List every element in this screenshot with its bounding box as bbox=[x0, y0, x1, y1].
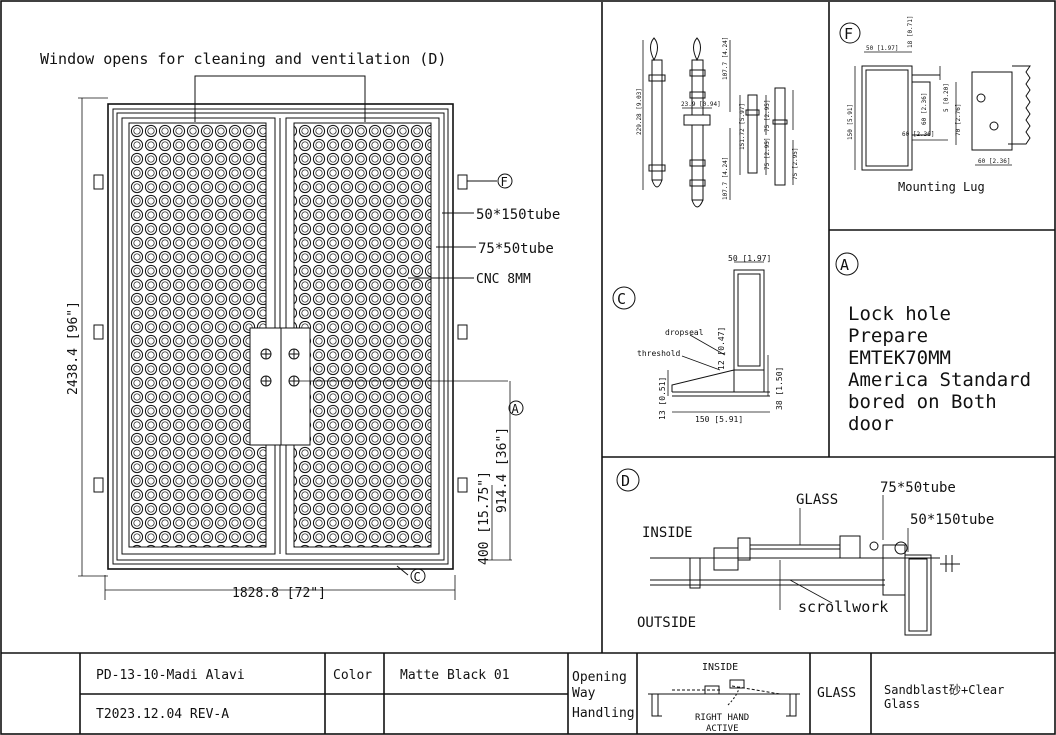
detail-d-glass: GLASS bbox=[796, 492, 838, 508]
frame-rebate bbox=[116, 112, 445, 561]
hinge-dim-3: 23.9 [0.94] bbox=[681, 101, 721, 108]
opening-note-2: ACTIVE bbox=[706, 724, 739, 734]
dim-bottom: 400 [15.75"] bbox=[477, 471, 492, 565]
dim-height: 2438.4 [96"] bbox=[66, 301, 81, 395]
hinge-dim-5: 151.72 [5.97] bbox=[739, 103, 746, 150]
detail-c-dim-top: 50 [1.97] bbox=[728, 254, 771, 263]
detail-f-label: Mounting Lug bbox=[898, 180, 985, 194]
detail-c-dropseal: dropseal bbox=[665, 328, 704, 337]
detail-a-circle bbox=[835, 252, 859, 276]
detail-a-line-4: America Standard bbox=[848, 369, 1031, 391]
detail-f-dim-3: 150 [5.91] bbox=[847, 104, 854, 140]
detail-f: F 50 [1.97] 18 [0.71] 150 [5.91] 60 [2.3… bbox=[839, 15, 1031, 194]
project-name: PD-13-10-Madi Alavi bbox=[96, 668, 245, 683]
detail-d-outer-tube: 50*150tube bbox=[910, 512, 994, 528]
detail-f-circle bbox=[839, 22, 861, 44]
detail-c-dim-38: 38 [1.50] bbox=[775, 367, 784, 410]
hinge-dim-2: 107.7 [4.24] bbox=[722, 37, 729, 80]
label-inner-tube: 75*50tube bbox=[478, 241, 554, 257]
detail-d-callout: D bbox=[621, 472, 630, 490]
glass-value-1: Sandblast砂+Clear bbox=[884, 683, 1004, 697]
detail-c-threshold: threshold bbox=[637, 349, 681, 358]
detail-c: C 50 [1.97] dropseal threshold 12 [0.47]… bbox=[612, 254, 784, 424]
glass-value-2: Glass bbox=[884, 697, 920, 711]
detail-a-callout: A bbox=[840, 256, 849, 274]
left-lock-plate bbox=[249, 327, 282, 446]
label-cnc: CNC 8MM bbox=[476, 272, 531, 287]
detail-f-dim-5: 60 [2.36] bbox=[902, 131, 935, 138]
label-outer-tube: 50*150tube bbox=[476, 207, 560, 223]
outer-frame bbox=[107, 103, 454, 570]
right-scrollwork bbox=[293, 122, 432, 548]
detail-f-dim-8: 60 [2.36] bbox=[978, 158, 1011, 165]
opening-diagram bbox=[648, 679, 800, 717]
detail-f-dim-6: 70 [2.76] bbox=[955, 103, 962, 136]
dim-lock-height: 914.4 [36"] bbox=[495, 427, 510, 513]
detail-f-callout: F bbox=[844, 25, 853, 43]
hinge-dim-1: 229.28 [9.03] bbox=[636, 88, 643, 135]
detail-d-inner-tube: 75*50tube bbox=[880, 480, 956, 496]
revision: T2023.12.04 REV-A bbox=[96, 707, 229, 722]
door-elevation: Window opens for cleaning and ventilatio… bbox=[40, 50, 560, 601]
color-label: Color bbox=[333, 668, 372, 683]
opening-note-1: RIGHT HAND bbox=[695, 713, 749, 723]
detail-d-outside: OUTSIDE bbox=[637, 615, 696, 631]
top-note: Window opens for cleaning and ventilatio… bbox=[40, 50, 446, 68]
callout-f: F bbox=[501, 175, 508, 189]
opening-label-3: Handling bbox=[572, 706, 635, 721]
detail-f-dim-4: 60 [2.36] bbox=[921, 92, 928, 125]
detail-a-line-1: Lock hole bbox=[848, 303, 951, 325]
detail-c-dim-12: 12 [0.47] bbox=[717, 327, 726, 370]
window-opening-marker bbox=[194, 75, 366, 122]
hinge-dim-6: 75 [2.95] bbox=[764, 99, 771, 132]
detail-c-dim-150: 150 [5.91] bbox=[695, 415, 743, 424]
inner-frame bbox=[112, 108, 449, 565]
opening-label-2: Way bbox=[572, 686, 596, 701]
hinge-dim-8: 75 [2.95] bbox=[792, 147, 799, 180]
detail-a-line-6: door bbox=[848, 413, 894, 435]
hinge-dim-7: 75 [2.95] bbox=[764, 137, 771, 170]
detail-d-inside: INSIDE bbox=[642, 525, 693, 541]
callout-f-circle bbox=[497, 173, 513, 189]
detail-c-callout: C bbox=[617, 290, 626, 308]
opening-label-1: Opening bbox=[572, 670, 627, 685]
callout-a-circle bbox=[508, 400, 524, 416]
detail-c-circle bbox=[612, 286, 636, 310]
callout-c: C bbox=[414, 570, 421, 584]
detail-a-line-5: bored on Both bbox=[848, 391, 997, 413]
detail-d-scrollwork: scrollwork bbox=[798, 598, 888, 616]
glass-label: GLASS bbox=[817, 686, 856, 701]
detail-a-line-2: Prepare bbox=[848, 325, 928, 347]
callout-a: A bbox=[512, 402, 520, 416]
detail-c-dim-13: 13 [0.51] bbox=[658, 377, 667, 420]
detail-d-circle bbox=[616, 468, 640, 492]
detail-f-dim-7: 5 [0.20] bbox=[943, 83, 950, 112]
title-block: PD-13-10-Madi Alavi T2023.12.04 REV-A Co… bbox=[79, 653, 1004, 734]
mounting-lugs bbox=[93, 174, 468, 493]
hinge-detail: 229.28 [9.03] 107.7 [4.24] 23.9 [0.94] 1… bbox=[636, 37, 799, 208]
opening-inside: INSIDE bbox=[702, 662, 738, 673]
dim-width: 1828.8 [72"] bbox=[232, 586, 326, 601]
right-lock-plate bbox=[280, 327, 311, 446]
detail-d: D GLASS 75*50tube 50* bbox=[616, 468, 994, 636]
left-scrollwork bbox=[128, 122, 267, 548]
detail-a-line-3: EMTEK70MM bbox=[848, 347, 951, 369]
color-value: Matte Black 01 bbox=[400, 668, 510, 683]
detail-a: A Lock hole Prepare EMTEK70MM America St… bbox=[835, 252, 1031, 435]
callout-c-circle bbox=[410, 568, 426, 584]
detail-f-dim-2: 18 [0.71] bbox=[907, 15, 914, 48]
detail-f-dim-1: 50 [1.97] bbox=[866, 45, 899, 52]
hinge-dim-4: 107.7 [4.24] bbox=[722, 157, 729, 200]
